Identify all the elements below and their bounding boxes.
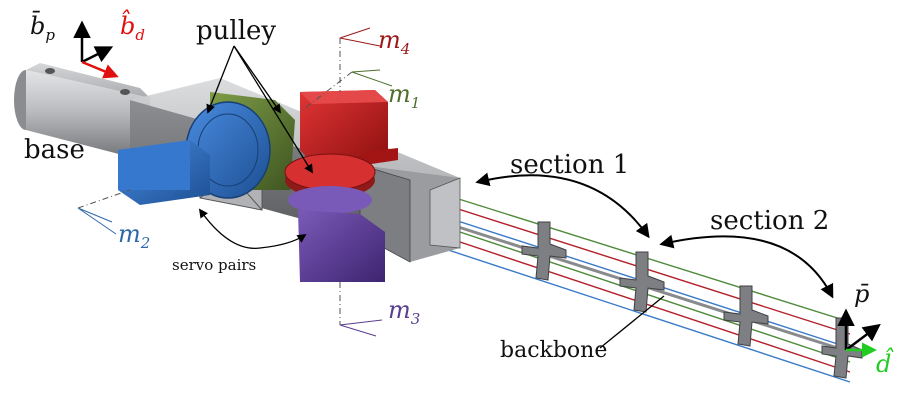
motor-m4-label: m4 bbox=[378, 26, 411, 58]
label-pulley: pulley bbox=[196, 16, 277, 46]
motor-axes bbox=[77, 38, 353, 325]
label-servo-pairs: servo pairs bbox=[172, 256, 257, 274]
motor-m3-label: m3 bbox=[388, 296, 421, 328]
pulley-red bbox=[284, 153, 376, 214]
base-frame-triad bbox=[73, 20, 119, 79]
section1-arc bbox=[475, 172, 650, 239]
servo-red bbox=[300, 90, 398, 165]
base-cylinder bbox=[14, 63, 150, 162]
label-section-2: section 2 bbox=[710, 206, 830, 236]
frame-bd-label: b̂d bbox=[120, 12, 145, 44]
backbone-pointer bbox=[599, 295, 665, 349]
frame-d-label: d̂ bbox=[876, 350, 892, 378]
frame-bp-label: b̄p bbox=[30, 12, 55, 44]
spacer-disks bbox=[521, 221, 863, 379]
tip-frame-triad bbox=[837, 308, 881, 358]
label-backbone: backbone bbox=[500, 338, 608, 363]
motor-m2-label: m2 bbox=[118, 220, 151, 252]
label-base: base bbox=[24, 135, 85, 165]
motor-m1-label: m1 bbox=[388, 80, 421, 112]
motor-angle-marks bbox=[77, 27, 393, 337]
pulley-pointers bbox=[206, 45, 313, 174]
section2-arc bbox=[659, 234, 834, 299]
frame-p-label: p̄ bbox=[854, 280, 870, 308]
servo-purple bbox=[298, 210, 385, 282]
servo-pointers bbox=[198, 208, 307, 249]
label-section-1: section 1 bbox=[510, 150, 630, 180]
servo-blue bbox=[118, 140, 210, 205]
